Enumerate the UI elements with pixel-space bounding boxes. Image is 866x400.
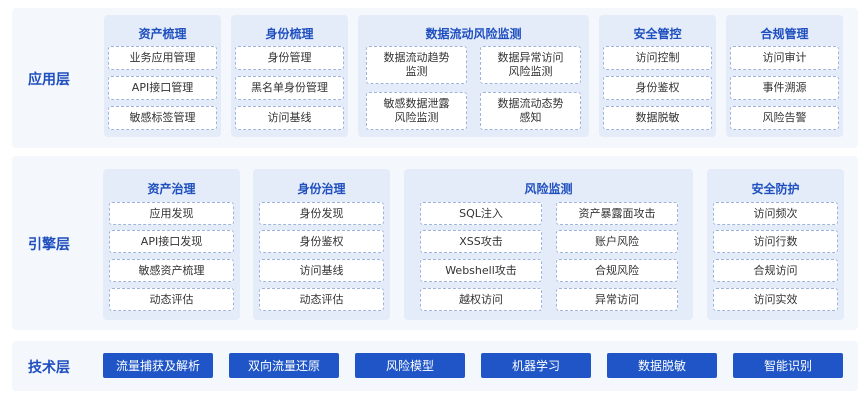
engine-risk-item: SQL注入: [420, 202, 542, 225]
engine-identity-item: 身份鉴权: [259, 230, 384, 253]
app-asset-item: 敏感标签管理: [108, 106, 217, 130]
app-security-item: 访问控制: [603, 46, 712, 70]
app-group-identity: 身份梳理 身份管理 黑名单身份管理 访问基线: [231, 15, 348, 137]
engine-defense-item: 访问行数: [713, 230, 838, 253]
tech-layer-label: 技术层: [28, 360, 70, 376]
app-group-asset: 资产梳理 业务应用管理 API接口管理 敏感标签管理: [104, 15, 221, 137]
tech-item: 双向流量还原: [229, 353, 339, 378]
app-identity-item: 访问基线: [235, 106, 344, 130]
engine-group-risk: 风险监测 SQL注入 资产暴露面攻击 XSS攻击 账户风险 Webshell攻击…: [404, 169, 693, 320]
app-compliance-item: 事件溯源: [730, 76, 839, 100]
app-security-item: 数据脱敏: [603, 106, 712, 130]
app-asset-item: API接口管理: [108, 76, 217, 100]
engine-group-asset: 资产治理 应用发现 API接口发现 敏感资产梳理 动态评估: [103, 169, 240, 320]
engine-identity-item: 动态评估: [259, 288, 384, 311]
app-group-dataflow: 数据流动风险监测 数据流动趋势 监测 数据异常访问 风险监测 敏感数据泄露 风险…: [358, 15, 589, 137]
engine-risk-item: 合规风险: [556, 259, 678, 282]
engine-asset-item: 敏感资产梳理: [109, 259, 234, 282]
app-compliance-item: 风险告警: [730, 106, 839, 130]
app-identity-item: 身份管理: [235, 46, 344, 70]
app-group-compliance: 合规管理 访问审计 事件溯源 风险告警: [726, 15, 843, 137]
engine-risk-item: 资产暴露面攻击: [556, 202, 678, 225]
group-title: 身份治理: [297, 182, 346, 196]
engine-risk-item: XSS攻击: [420, 230, 542, 253]
engine-asset-item: 应用发现: [109, 202, 234, 225]
app-compliance-item: 访问审计: [730, 46, 839, 70]
app-group-security: 安全管控 访问控制 身份鉴权 数据脱敏: [599, 15, 716, 137]
engine-asset-item: API接口发现: [109, 230, 234, 253]
group-title: 身份梳理: [265, 27, 314, 41]
group-title: 资产梳理: [138, 27, 187, 41]
engine-defense-item: 合规访问: [713, 259, 838, 282]
app-dataflow-item: 敏感数据泄露 风险监测: [366, 92, 467, 130]
engine-risk-item: Webshell攻击: [420, 259, 542, 282]
app-dataflow-item: 数据流动态势 感知: [480, 92, 581, 130]
engine-defense-item: 访问频次: [713, 202, 838, 225]
group-title: 数据流动风险监测: [425, 27, 522, 41]
tech-item: 流量捕获及解析: [103, 353, 213, 378]
app-dataflow-item: 数据异常访问 风险监测: [480, 46, 581, 84]
group-title: 安全防护: [751, 182, 800, 196]
engine-defense-item: 访问实效: [713, 288, 838, 311]
engine-identity-item: 身份发现: [259, 202, 384, 225]
group-title: 合规管理: [760, 27, 809, 41]
engine-identity-item: 访问基线: [259, 259, 384, 282]
tech-item: 智能识别: [733, 353, 843, 378]
tech-item: 数据脱敏: [607, 353, 717, 378]
group-title: 资产治理: [147, 182, 196, 196]
engine-risk-item: 账户风险: [556, 230, 678, 253]
engine-group-identity: 身份治理 身份发现 身份鉴权 访问基线 动态评估: [253, 169, 390, 320]
tech-item: 机器学习: [481, 353, 591, 378]
engine-asset-item: 动态评估: [109, 288, 234, 311]
engine-group-defense: 安全防护 访问频次 访问行数 合规访问 访问实效: [707, 169, 844, 320]
app-security-item: 身份鉴权: [603, 76, 712, 100]
engine-layer-label: 引擎层: [28, 237, 70, 253]
app-asset-item: 业务应用管理: [108, 46, 217, 70]
app-layer-label: 应用层: [28, 72, 70, 88]
app-dataflow-item: 数据流动趋势 监测: [366, 46, 467, 84]
group-title: 安全管控: [633, 27, 682, 41]
engine-risk-item: 越权访问: [420, 288, 542, 311]
tech-item: 风险模型: [355, 353, 465, 378]
app-identity-item: 黑名单身份管理: [235, 76, 344, 100]
group-title: 风险监测: [524, 182, 573, 196]
engine-risk-item: 异常访问: [556, 288, 678, 311]
